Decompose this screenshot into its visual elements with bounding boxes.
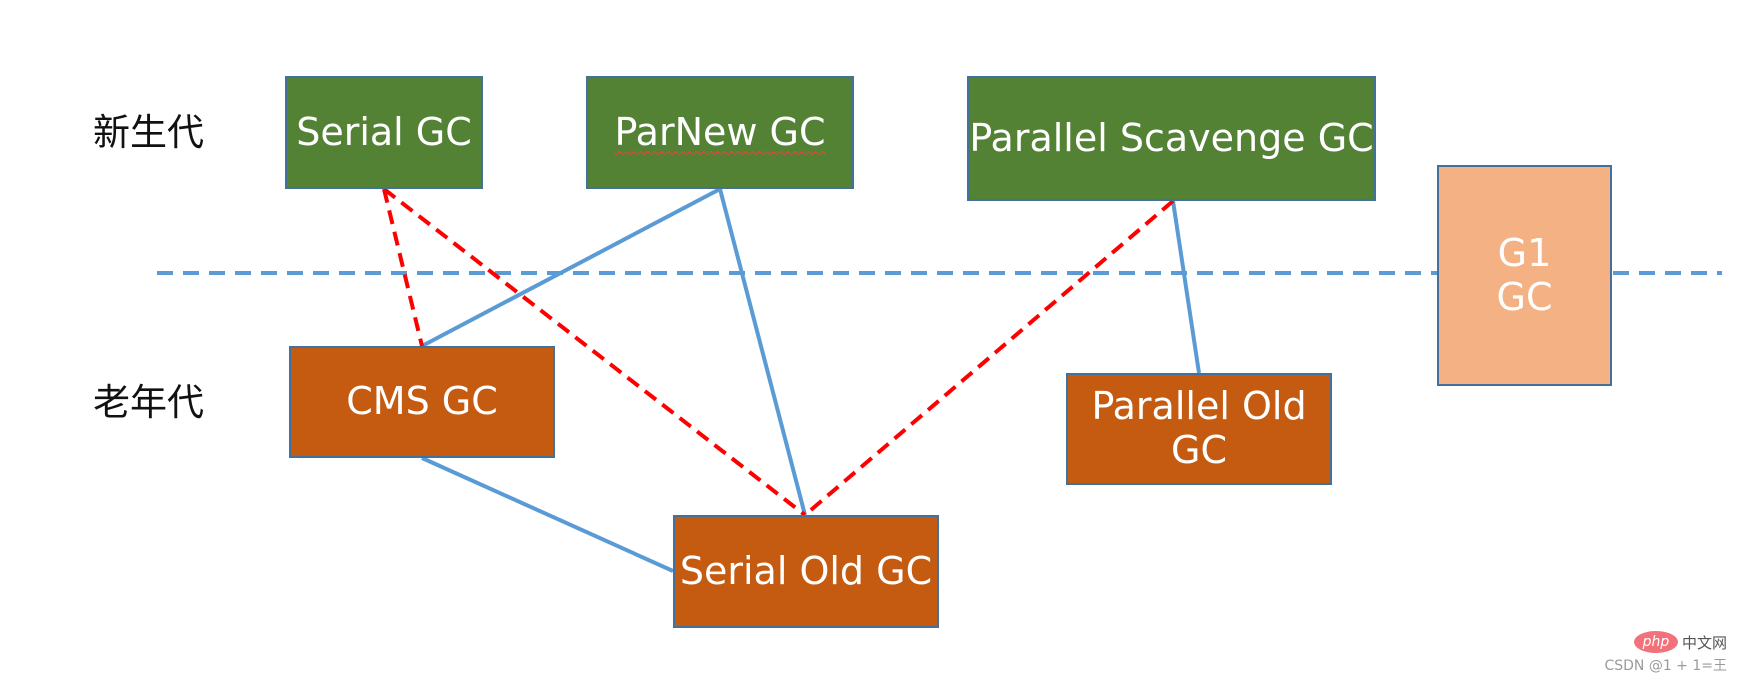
parallel-old-gc-label: Parallel Old GC <box>1091 384 1307 472</box>
link-parallel-scavenge-parallel-old <box>1171 200 1201 374</box>
young-generation-label: 新生代 <box>93 111 204 154</box>
parnew-gc-box: ParNew GC <box>586 76 854 189</box>
serial-old-gc-box: Serial Old GC <box>673 515 939 628</box>
old-generation-label: 老年代 <box>93 381 204 424</box>
g1-gc-box: G1 GC <box>1437 165 1612 386</box>
cms-gc-box: CMS GC <box>289 346 555 458</box>
php-logo-icon: php <box>1633 631 1678 653</box>
link-serial-serial-old <box>382 187 807 517</box>
watermark: php 中文网 CSDN @1 + 1=王 <box>1604 631 1727 675</box>
serial-gc-box: Serial GC <box>285 76 483 189</box>
link-parallel-scavenge-serial-old <box>803 199 1175 517</box>
cms-gc-label: CMS GC <box>346 379 498 424</box>
link-parnew-serial-old <box>718 188 807 516</box>
serial-old-gc-label: Serial Old GC <box>679 548 933 593</box>
g1-gc-label: G1 GC <box>1496 230 1553 319</box>
watermark-site: 中文网 <box>1681 633 1727 652</box>
watermark-credit: CSDN @1 + 1=王 <box>1604 658 1727 674</box>
link-parnew-cms <box>421 187 721 348</box>
parnew-gc-label: ParNew GC <box>614 109 826 154</box>
link-serial-cms <box>382 188 424 347</box>
parallel-scavenge-gc-label: Parallel Scavenge GC <box>969 115 1374 160</box>
parallel-old-gc-box: Parallel Old GC <box>1066 373 1332 485</box>
link-cms-serial-old <box>421 456 674 573</box>
parallel-scavenge-gc-box: Parallel Scavenge GC <box>967 76 1376 201</box>
serial-gc-label: Serial GC <box>296 109 472 154</box>
